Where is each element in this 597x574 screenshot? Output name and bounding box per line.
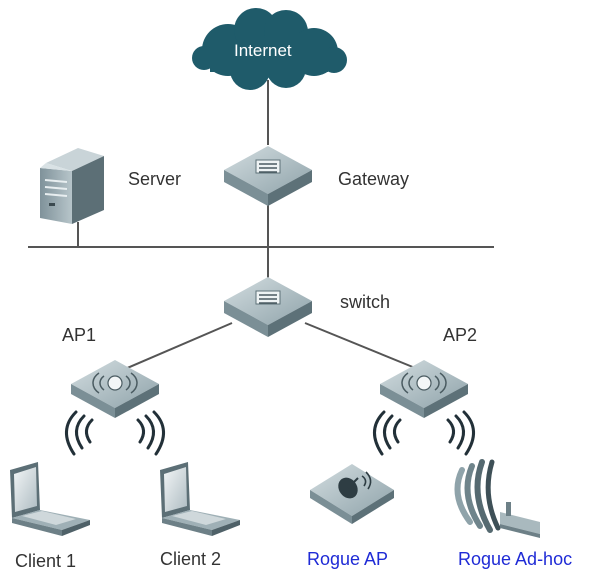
cloud-icon bbox=[192, 8, 347, 90]
rogue-adhoc-icon bbox=[454, 459, 540, 538]
client1-label: Client 1 bbox=[15, 551, 77, 571]
gateway-icon bbox=[224, 146, 312, 206]
client1-laptop-icon bbox=[10, 462, 90, 536]
server-icon bbox=[40, 148, 104, 224]
client2-laptop-icon bbox=[160, 462, 240, 536]
client2-label: Client 2 bbox=[160, 549, 222, 569]
switch-icon bbox=[224, 277, 312, 337]
switch-label: switch bbox=[340, 292, 391, 312]
ap2-label: AP2 bbox=[443, 325, 478, 345]
link-switch-ap2 bbox=[304, 322, 426, 373]
ap1-label: AP1 bbox=[62, 325, 97, 345]
rogue-ap-icon bbox=[310, 464, 394, 524]
server-label: Server bbox=[128, 169, 182, 189]
rogue-ap-label: Rogue AP bbox=[307, 549, 389, 569]
wireless-signal-icon bbox=[65, 410, 475, 456]
rogue-adhoc-label: Rogue Ad-hoc bbox=[458, 549, 573, 569]
ap2-access-point-icon bbox=[380, 360, 468, 418]
ap1-access-point-icon bbox=[71, 360, 159, 418]
internet-label: Internet bbox=[234, 41, 292, 60]
link-switch-ap1 bbox=[117, 322, 233, 373]
gateway-label: Gateway bbox=[338, 169, 410, 189]
